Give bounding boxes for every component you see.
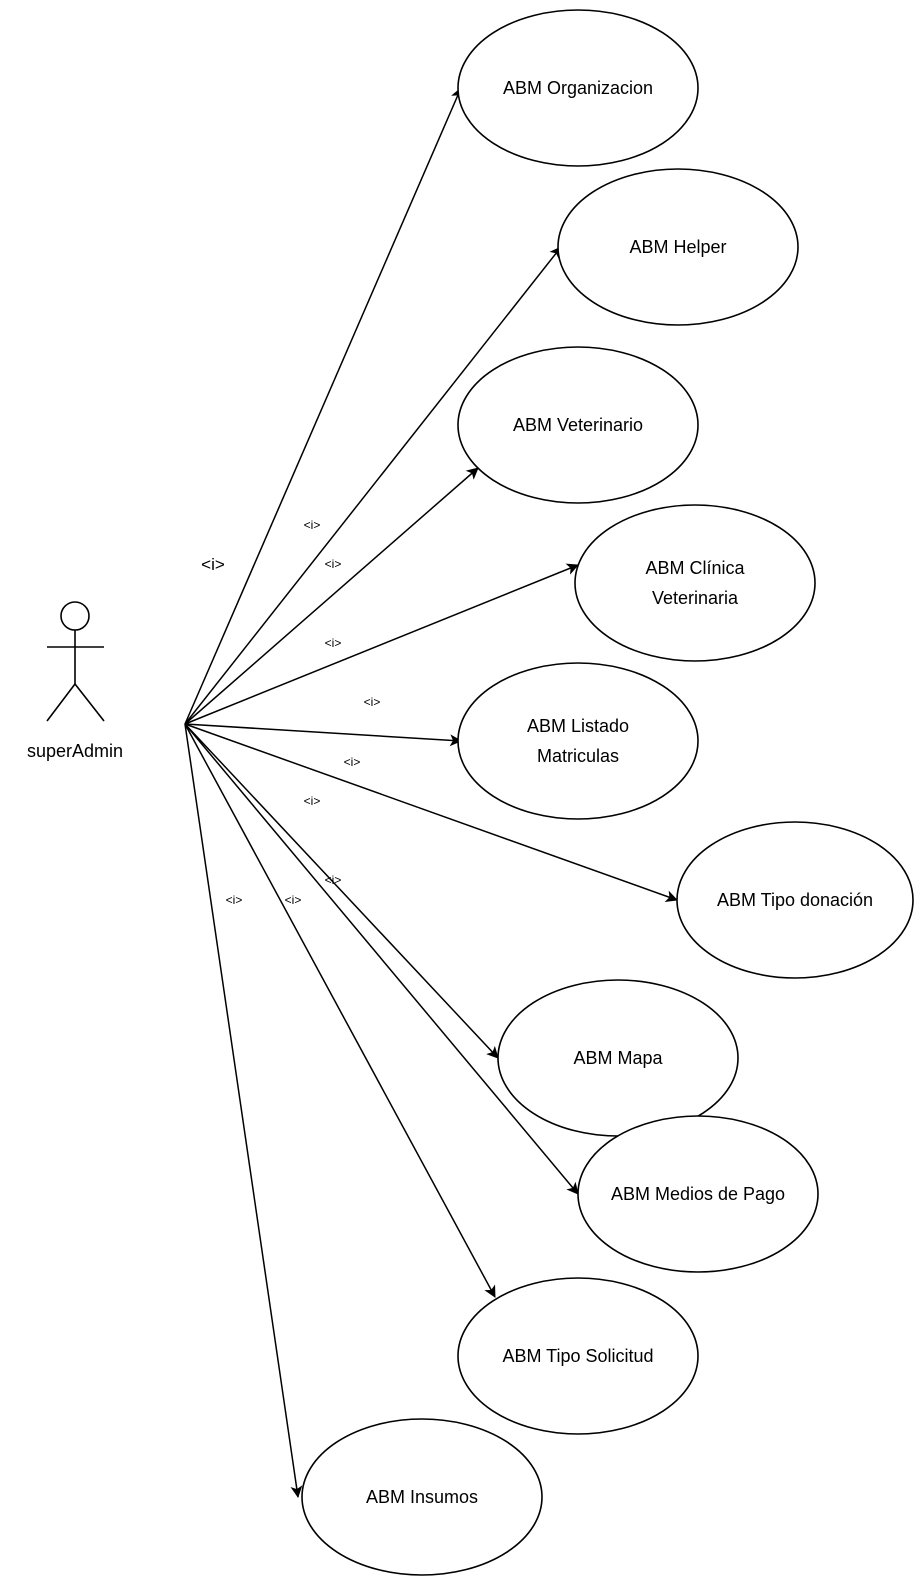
association-tag-10: <i> [285,893,302,907]
association-arrow-tipo-solicitud [184,723,496,1298]
association-tags: <i> <i> <i> <i> <i> <i> <i> <i> <i> <i> [201,518,380,907]
association-tag-9: <i> [226,893,243,907]
use-case-ellipse [557,168,799,326]
use-case-label: ABM Tipo Solicitud [502,1346,653,1366]
use-case-label: ABM Listado [527,716,629,736]
actor-right-leg [74,683,105,722]
association-arrow-tipo-donacion [184,723,678,902]
use-case-insumos[interactable]: ABM Insumos [301,1418,543,1576]
association-arrow-matriculas [184,723,462,747]
association-arrow-veterinario [184,467,479,725]
use-case-ellipse [577,1115,819,1273]
use-case-label: Veterinaria [652,588,739,608]
association-tag-2: <i> [304,518,321,532]
use-case-label: ABM Insumos [366,1487,478,1507]
use-case-helper[interactable]: ABM Helper [557,168,799,326]
use-case-ellipse [457,9,699,167]
association-arrow-organizacion [184,87,463,725]
use-case-ellipse [457,346,699,504]
use-case-label: ABM Mapa [573,1048,663,1068]
use-case-tipo-donacion[interactable]: ABM Tipo donación [676,821,914,979]
use-case-organizacion[interactable]: ABM Organizacion [457,9,699,167]
use-case-label: ABM Tipo donación [717,890,873,910]
use-case-ellipse [301,1418,543,1576]
association-tag-3: <i> [325,557,342,571]
actor-label: superAdmin [27,741,123,761]
actor-left-leg [46,683,76,722]
association-arrow-insumos [184,723,303,1498]
use-case-label: ABM Medios de Pago [611,1184,785,1204]
use-case-ellipse [457,662,699,820]
use-case-ellipse [676,821,914,979]
use-case-veterinario[interactable]: ABM Veterinario [457,346,699,504]
use-case-label: ABM Veterinario [513,415,643,435]
actor-head-icon [60,601,90,631]
use-case-medios-pago[interactable]: ABM Medios de Pago [577,1115,819,1273]
association-arrow-mapa [184,723,499,1059]
use-case-ellipse [574,504,816,662]
use-case-mapa[interactable]: ABM Mapa [497,979,739,1137]
use-case-label: ABM Clínica [645,558,745,578]
association-arrow-helper [184,246,562,725]
association-tag-8: <i> [325,873,342,887]
use-case-label: ABM Organizacion [503,78,653,98]
use-case-ellipse [457,1277,699,1435]
association-tag-4: <i> [325,636,342,650]
association-tag-5: <i> [364,695,381,709]
use-case-tipo-solicitud[interactable]: ABM Tipo Solicitud [457,1277,699,1435]
actor-superadmin[interactable]: superAdmin [27,601,123,761]
association-tag-7: <i> [304,794,321,808]
use-case-label: ABM Helper [629,237,726,257]
association-tag-1: <i> [201,555,225,574]
association-arrow-medios-pago [184,723,579,1195]
association-tag-6: <i> [344,755,361,769]
associations [184,87,678,1498]
use-case-label: Matriculas [537,746,619,766]
association-arrow-clinica [184,563,579,725]
